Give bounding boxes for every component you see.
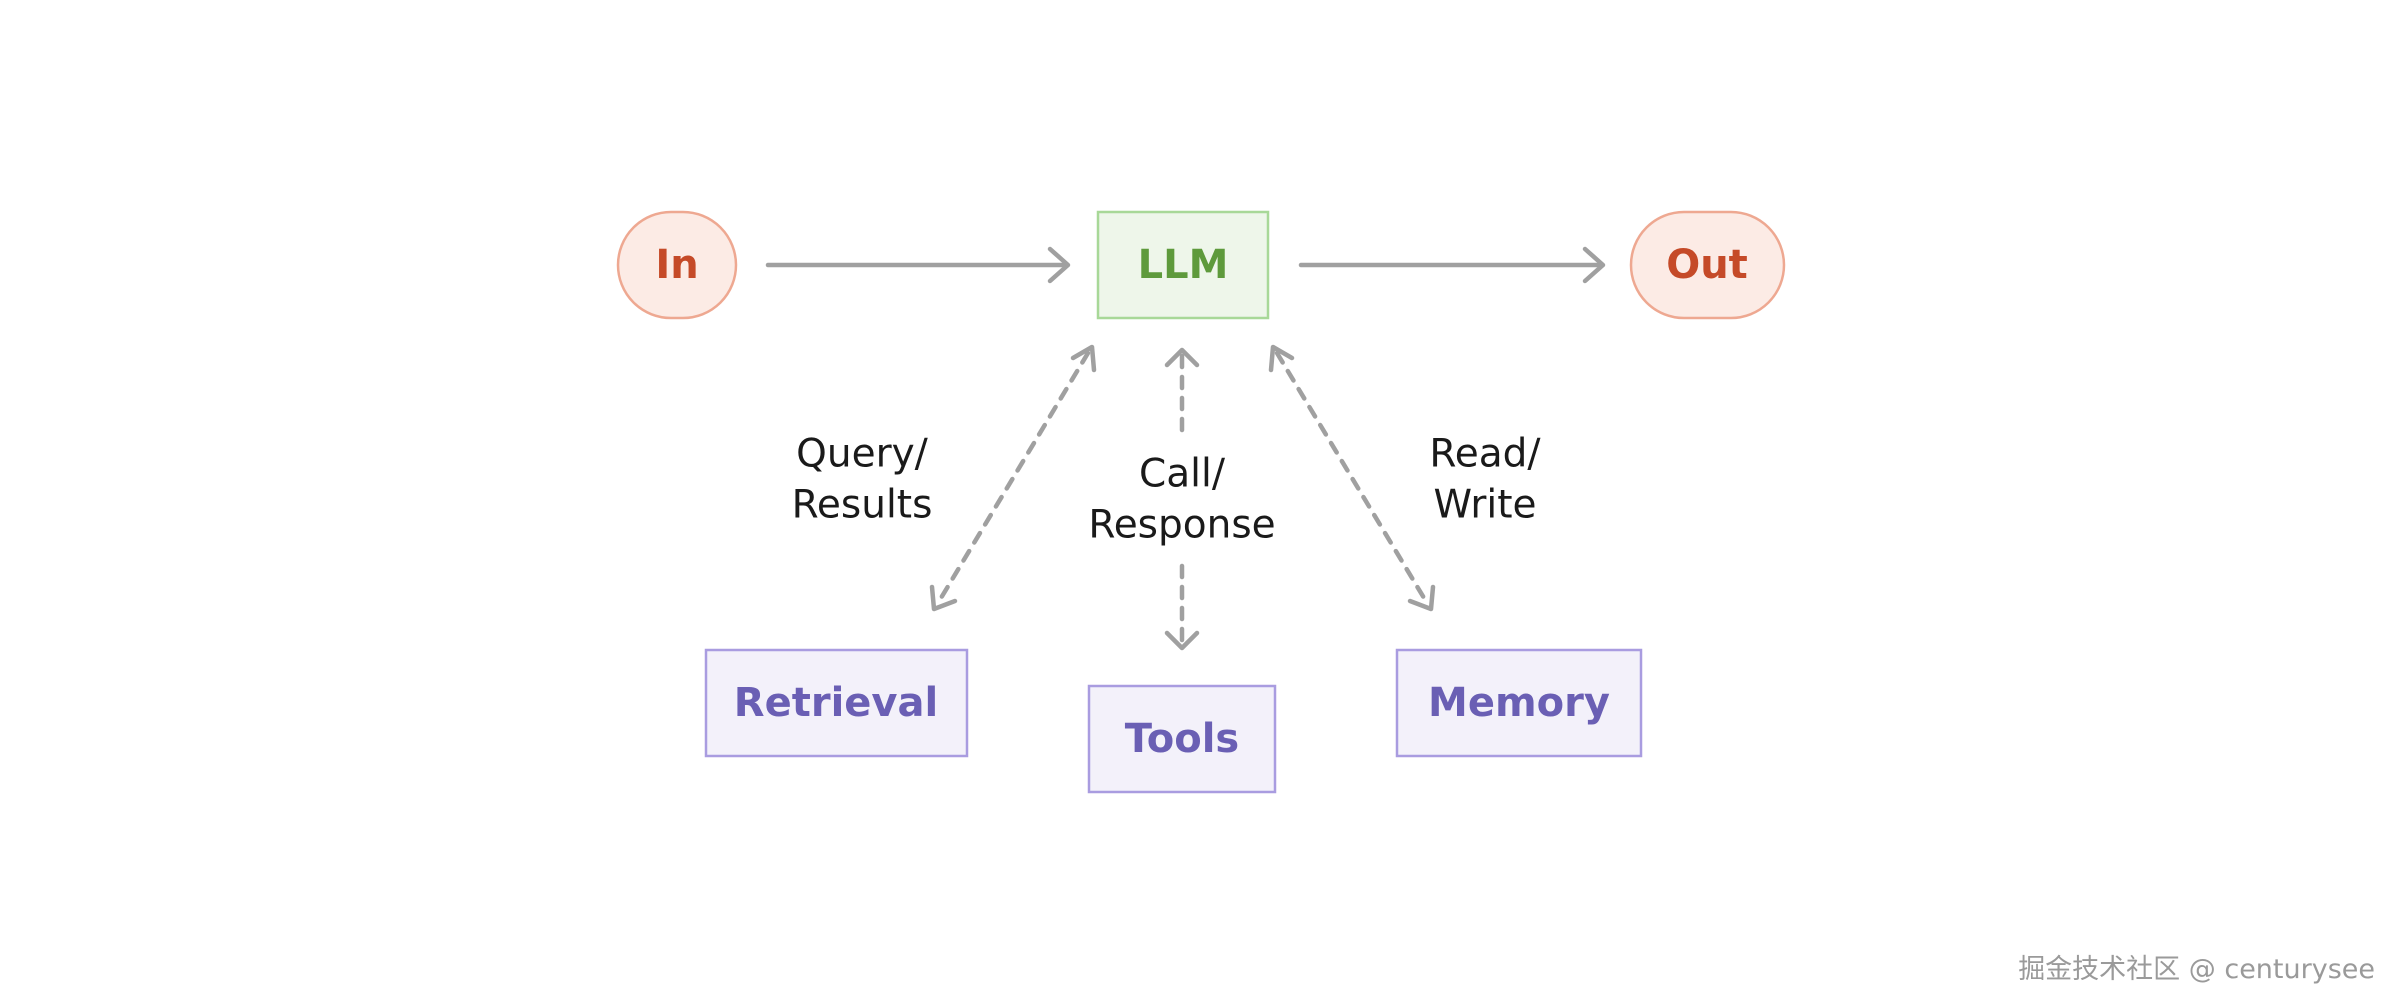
llm-node-label: LLM — [1138, 242, 1229, 288]
edge-label-memory: Read/ Write — [1429, 432, 1541, 528]
output-node: Out — [1629, 210, 1786, 320]
output-node-label: Out — [1666, 242, 1748, 288]
edge-label-retrieval: Query/ Results — [792, 432, 933, 528]
tools-node: Tools — [1087, 684, 1277, 794]
edge-label-tools: Call/ Response — [1088, 452, 1275, 548]
edge-label-memory-line2: Write — [1434, 483, 1537, 528]
edge-label-retrieval-line2: Results — [792, 483, 933, 528]
retrieval-node: Retrieval — [704, 648, 969, 758]
watermark: 掘金技术社区 @ centurysee — [2018, 954, 2375, 985]
arrow-llm-to-out — [1298, 246, 1606, 284]
edge-label-memory-line1: Read/ — [1429, 432, 1541, 477]
edge-label-retrieval-line1: Query/ — [796, 432, 929, 477]
input-node: In — [616, 210, 738, 320]
arrow-llm-memory — [1268, 344, 1436, 612]
arrow-in-to-llm — [765, 246, 1071, 284]
arrow-llm-tools — [1164, 347, 1200, 651]
arrow-llm-retrieval — [929, 344, 1097, 612]
input-node-label: In — [655, 242, 698, 288]
tools-node-label: Tools — [1125, 716, 1239, 762]
llm-node: LLM — [1096, 210, 1270, 320]
memory-node: Memory — [1395, 648, 1643, 758]
edge-label-tools-line2: Response — [1088, 503, 1275, 548]
retrieval-node-label: Retrieval — [734, 680, 938, 726]
memory-node-label: Memory — [1428, 680, 1610, 726]
edge-label-tools-line1: Call/ — [1139, 452, 1226, 497]
